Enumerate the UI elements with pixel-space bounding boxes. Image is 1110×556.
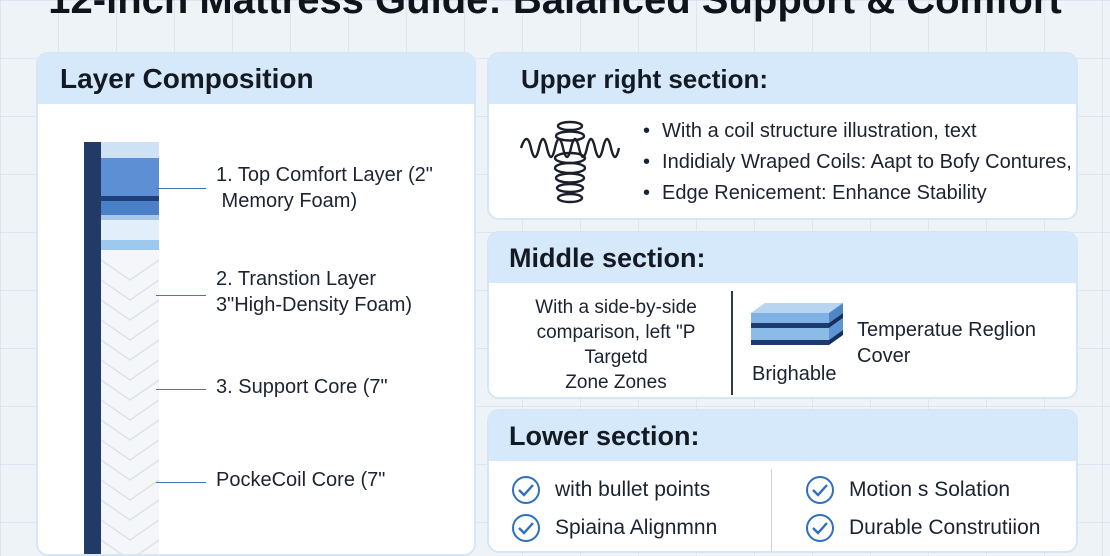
coil-spring-icon — [519, 120, 621, 204]
cool-gel-layer — [101, 220, 159, 240]
upper-bullet-1: With a coil structure illustration, text — [643, 116, 1072, 147]
callout-top-comfort: 1. Top Comfort Layer (2" Memory Foam) — [216, 162, 433, 214]
check-item: Motion s Solation — [805, 471, 1040, 509]
lower-left-list: with bullet points Spiaina Alignmnn — [511, 471, 717, 547]
mattress-cross-section — [100, 142, 160, 554]
check-item-label: Spiaina Alignmnn — [555, 516, 718, 539]
callout-leader-1 — [156, 188, 206, 189]
middle-heading: Middle section: — [489, 233, 1076, 283]
lower-divider — [771, 469, 772, 551]
check-circle-icon — [512, 476, 540, 504]
check-circle-icon — [806, 514, 834, 542]
check-circle-icon — [512, 514, 540, 542]
comparison-line-1: With a side-by-side — [535, 297, 697, 318]
transition-line — [101, 215, 159, 220]
comparison-text: With a side-by-side comparison, left "P … — [505, 295, 727, 395]
callout-top-comfort-line2: Memory Foam) — [216, 190, 358, 212]
callout-leader-2 — [156, 295, 206, 296]
comparison-line-3: Targetd — [584, 347, 648, 368]
callout-top-comfort-line1: 1. Top Comfort Layer (2" — [216, 164, 433, 186]
check-circle-icon — [806, 476, 834, 504]
check-item: with bullet points — [511, 471, 717, 509]
layer-composition-heading: Layer Composition — [38, 54, 474, 104]
callout-transition-line1: 2. Transtion Layer — [216, 268, 377, 290]
temperature-text: Temperatue Reglion Cover — [857, 317, 1036, 369]
upper-bullet-3: Edge Renicement: Enhance Stability — [643, 178, 1072, 209]
top-cover-layer — [101, 142, 159, 158]
check-item: Spiaina Alignmnn — [511, 509, 717, 547]
layered-foam-icon — [751, 303, 843, 345]
callout-transition: 2. Transtion Layer 3"High-Density Foam) — [216, 266, 412, 318]
callout-leader-3 — [156, 389, 206, 390]
check-item-label: Motion s Solation — [849, 478, 1011, 501]
mattress-side-strip — [84, 142, 101, 554]
upper-right-panel: Upper right section: With a coil structu… — [487, 52, 1078, 220]
callout-leader-4 — [156, 482, 206, 483]
upper-bullets: With a coil structure illustration, text… — [643, 116, 1072, 209]
upper-right-heading: Upper right section: — [489, 54, 1076, 104]
memory-foam-layer — [101, 158, 159, 196]
callout-support-core-line1: 3. Support Core (7" — [216, 376, 388, 398]
lower-panel: Lower section: with bullet points Spiain… — [487, 409, 1078, 553]
middle-panel: Middle section: With a side-by-side comp… — [487, 231, 1078, 399]
quilt-pattern-icon — [100, 259, 160, 554]
lower-right-list: Motion s Solation Durable Construtiion — [805, 471, 1040, 547]
check-item-label: Durable Construtiion — [849, 516, 1041, 539]
memory-foam-separator — [101, 196, 159, 201]
comparison-line-2: comparison, left "P — [536, 322, 696, 343]
temperature-line-2: Cover — [857, 345, 911, 367]
block-label: Brighable — [752, 363, 837, 385]
temperature-line-1: Temperatue Reglion — [857, 319, 1036, 341]
quilted-core-layer — [100, 250, 160, 554]
callout-pocket-coil: PockeCoil Core (7" — [216, 467, 385, 493]
check-item: Durable Construtiion — [805, 509, 1040, 547]
upper-bullet-2: Indidialy Wraped Coils: Aapt to Bofy Con… — [643, 147, 1072, 178]
callout-support-core: 3. Support Core (7" — [216, 374, 388, 400]
layer-composition-panel: Layer Composition — [36, 52, 476, 556]
cool-gel-band — [101, 240, 159, 250]
callout-pocket-coil-line1: PockeCoil Core (7" — [216, 469, 386, 491]
comparison-divider — [731, 291, 733, 395]
memory-foam-lower — [101, 201, 159, 215]
check-item-label: with bullet points — [555, 478, 711, 501]
callout-transition-line2: 3"High-Density Foam) — [216, 294, 413, 316]
page-title: 12-inch Mattress Guide: Balanced Support… — [48, 0, 1062, 22]
comparison-line-4: Zone Zones — [565, 372, 667, 393]
lower-heading: Lower section: — [489, 411, 1076, 461]
